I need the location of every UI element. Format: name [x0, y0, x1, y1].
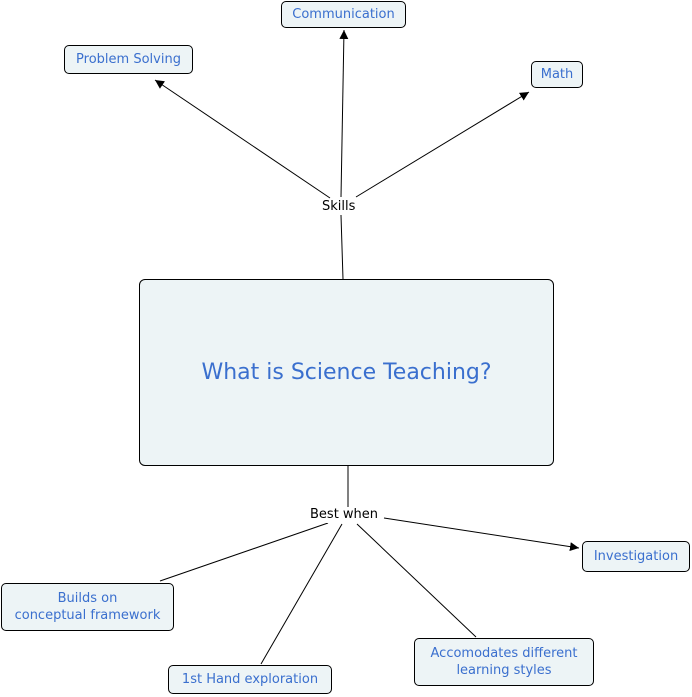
link-label-best-when: Best when	[308, 507, 381, 523]
line-main-to-skills	[340, 214, 344, 280]
line-best-when-to-first-hand	[260, 523, 343, 665]
arrow-skills-to-problem-solving	[154, 79, 331, 199]
line-best-when-to-builds-on	[159, 522, 329, 582]
arrow-skills-to-math	[355, 91, 530, 198]
link-label-skills: Skills	[320, 199, 358, 215]
concept-investigation[interactable]: Investigation	[582, 541, 690, 572]
concept-first-hand-exploration[interactable]: 1st Hand exploration	[168, 665, 332, 694]
concept-communication[interactable]: Communication	[281, 1, 406, 28]
concept-problem-solving[interactable]: Problem Solving	[64, 45, 193, 74]
arrow-best-when-to-investigation	[383, 517, 580, 552]
concept-builds-on-conceptual-framework[interactable]: Builds on conceptual framework	[1, 583, 174, 631]
concept-math[interactable]: Math	[531, 61, 583, 88]
arrow-skills-to-communication	[339, 29, 349, 198]
line-best-when-to-accomodates	[356, 523, 477, 638]
main-concept[interactable]: What is Science Teaching?	[139, 279, 554, 466]
concept-accomodates-learning-styles[interactable]: Accomodates different learning styles	[414, 638, 594, 686]
